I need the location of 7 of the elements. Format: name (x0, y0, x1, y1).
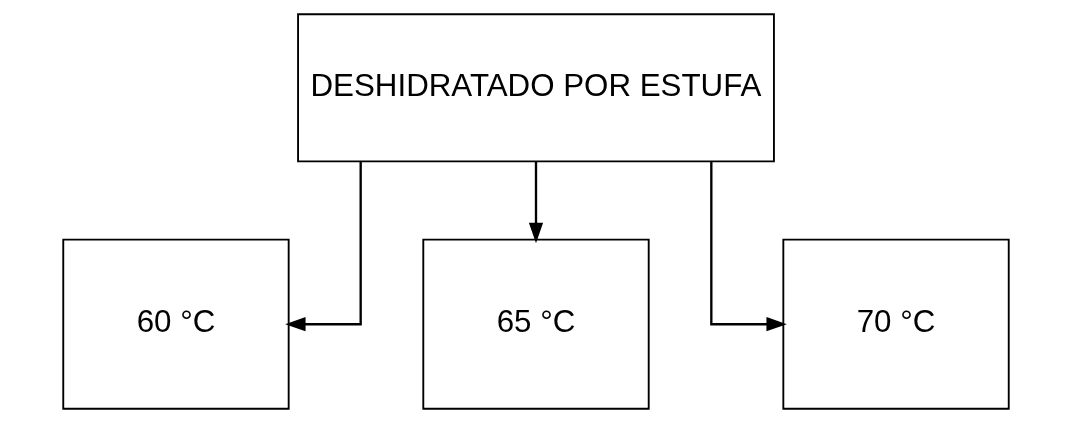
node-box: 65 °C (422, 238, 650, 410)
arrow (710, 161, 787, 332)
node-box: 70 °C (782, 238, 1010, 410)
arrow (528, 161, 544, 244)
node-box: DESHIDRATADO POR ESTUFA (297, 13, 775, 163)
arrow (285, 161, 362, 332)
node-box: 60 °C (62, 238, 290, 410)
